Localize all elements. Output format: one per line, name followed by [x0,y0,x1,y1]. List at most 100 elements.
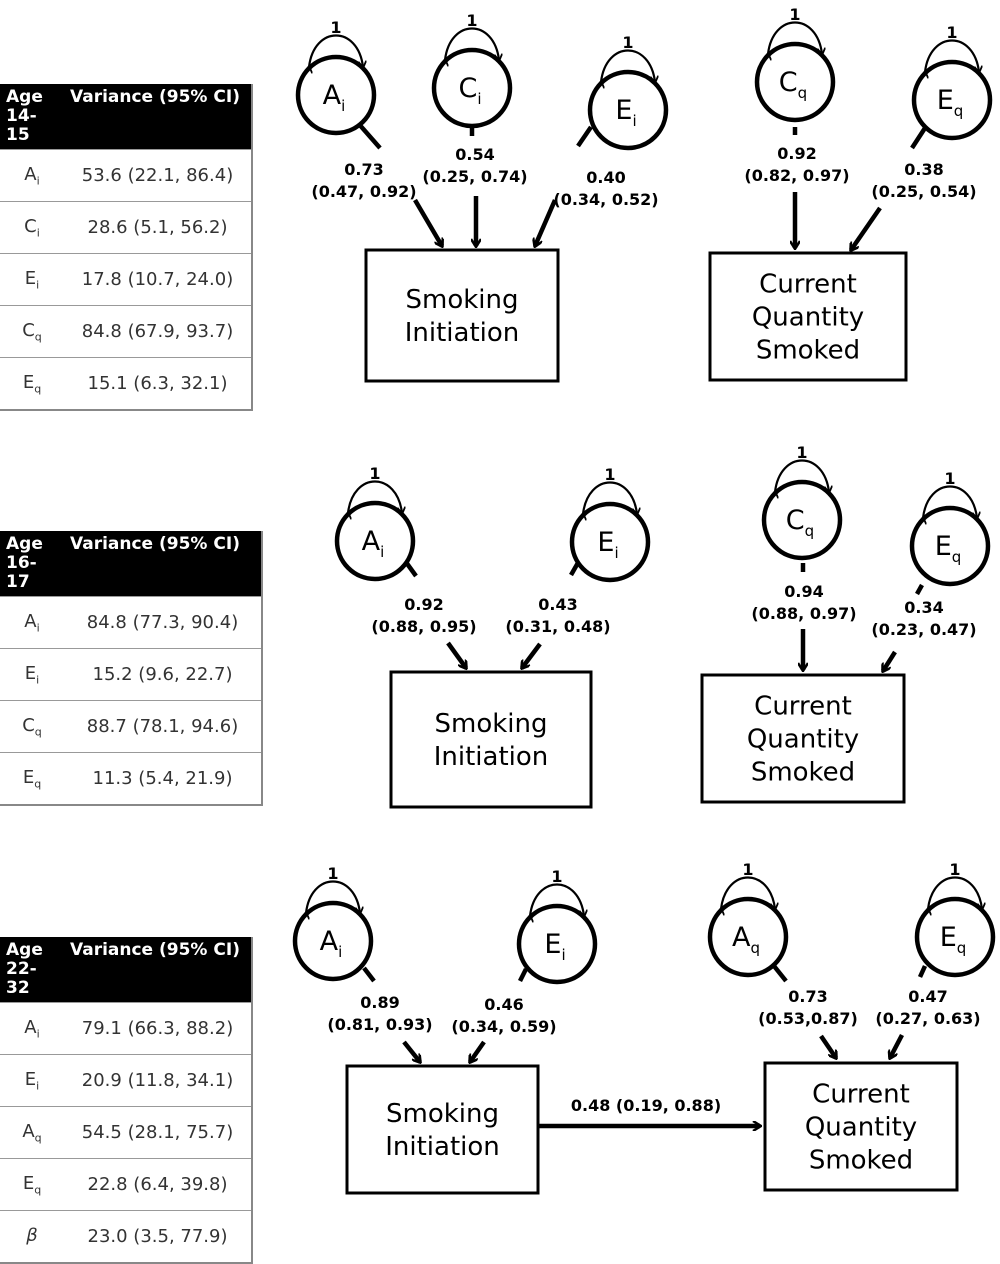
latent-label: Ei [544,929,565,964]
latent-factor-ai: 1Ai [292,864,374,982]
latent-factor-eq: 1Eq [911,23,993,141]
path-ci: (0.47, 0.92) [311,182,416,201]
latent-circle [334,500,416,582]
path-arrow [881,650,897,671]
path-arrow [535,199,558,246]
path-stub [915,583,924,596]
box-label-line: Quantity [805,1113,917,1143]
variance-value: 11.3 (5.4, 21.9) [64,752,262,805]
component-label: Ci [0,201,64,254]
path-estimate: 0.89 [360,993,399,1012]
variance-loop-arrow [923,485,977,519]
variance-loop-arrow [306,880,360,914]
latent-label: Ai [362,526,385,561]
path-estimate: 0.38 [904,160,943,179]
age-range: 14-15 [6,106,37,145]
path-arrow [890,1033,904,1058]
box-label-line: Initiation [405,318,520,348]
latent-factor-cq: 1Cq [754,5,836,123]
latent-circle [909,505,991,587]
path-ci: (0.34, 0.59) [451,1017,556,1036]
variance-header: Variance (95% CI) [64,531,262,597]
variance-loop-arrow [583,481,637,515]
path-estimate: 0.73 [788,987,827,1006]
latent-factor-ai: 1Ai [334,464,416,582]
observed-box [345,1064,540,1195]
variance-label: 1 [551,867,562,886]
path-stub [910,126,927,150]
box-label-line: Smoking [434,709,547,739]
box-label-line: Quantity [752,303,864,333]
box-label-line: Current [759,270,857,300]
path-estimate: 0.92 [777,144,816,163]
path-ci: (0.27, 0.63) [875,1009,980,1028]
latent-circle [911,59,993,141]
variance-loop-arrow [928,876,982,910]
path-estimate: 0.40 [586,168,625,187]
path-arrow [446,641,466,668]
variance-header: Variance (95% CI) [64,84,252,150]
path-ci: (0.88, 0.97) [751,604,856,623]
variance-label: 1 [330,18,341,37]
latent-circle [707,896,789,978]
latent-factor-eq: 1Eq [914,860,996,978]
variance-value: 17.8 (10.7, 24.0) [64,253,252,306]
latent-label: Ei [615,95,636,130]
path-arrow [413,198,442,246]
component-label: Cq [0,305,64,358]
component-label: Ai [0,1002,64,1055]
variance-label: 1 [944,469,955,488]
path-stub [576,125,593,148]
variance-loop-arrow [445,27,499,61]
latent-factor-ei: 1Ei [587,33,669,151]
observed-box [763,1061,959,1192]
component-label: Ei [0,1054,64,1107]
variance-label: 1 [622,33,633,52]
path-estimate: 0.43 [538,595,577,614]
component-label: Ai [0,149,64,202]
latent-label: Ai [323,80,346,115]
path-estimate: 0.54 [455,145,494,164]
component-label: Eq [0,752,64,805]
component-label: Eq [0,357,64,410]
variance-value: 54.5 (28.1, 75.7) [64,1106,252,1159]
component-label: Aq [0,1106,64,1159]
path-arrow [851,206,882,250]
variance-loop-arrow [925,39,979,73]
age-range: 22-32 [6,959,37,998]
path-stub [917,965,928,978]
path-ci: (0.23, 0.47) [871,620,976,639]
box-label-line: Smoking [386,1099,499,1129]
latent-factor-cq: 1Cq [761,443,843,561]
path-ci: (0.25, 0.54) [871,182,976,201]
latent-circle [761,479,843,561]
path-arrow [402,1040,420,1062]
variance-label: 1 [949,860,960,879]
variance-value: 28.6 (5.1, 56.2) [64,201,252,254]
box-label-line: Smoking [405,285,518,315]
variance-value: 15.2 (9.6, 22.7) [64,648,262,701]
component-label: Cq [0,700,64,753]
component-label: Ai [0,596,64,649]
observed-box [389,670,593,809]
latent-circle [292,900,374,982]
box-label-line: Smoked [756,336,860,366]
latent-factor-ai: 1Ai [295,18,377,136]
